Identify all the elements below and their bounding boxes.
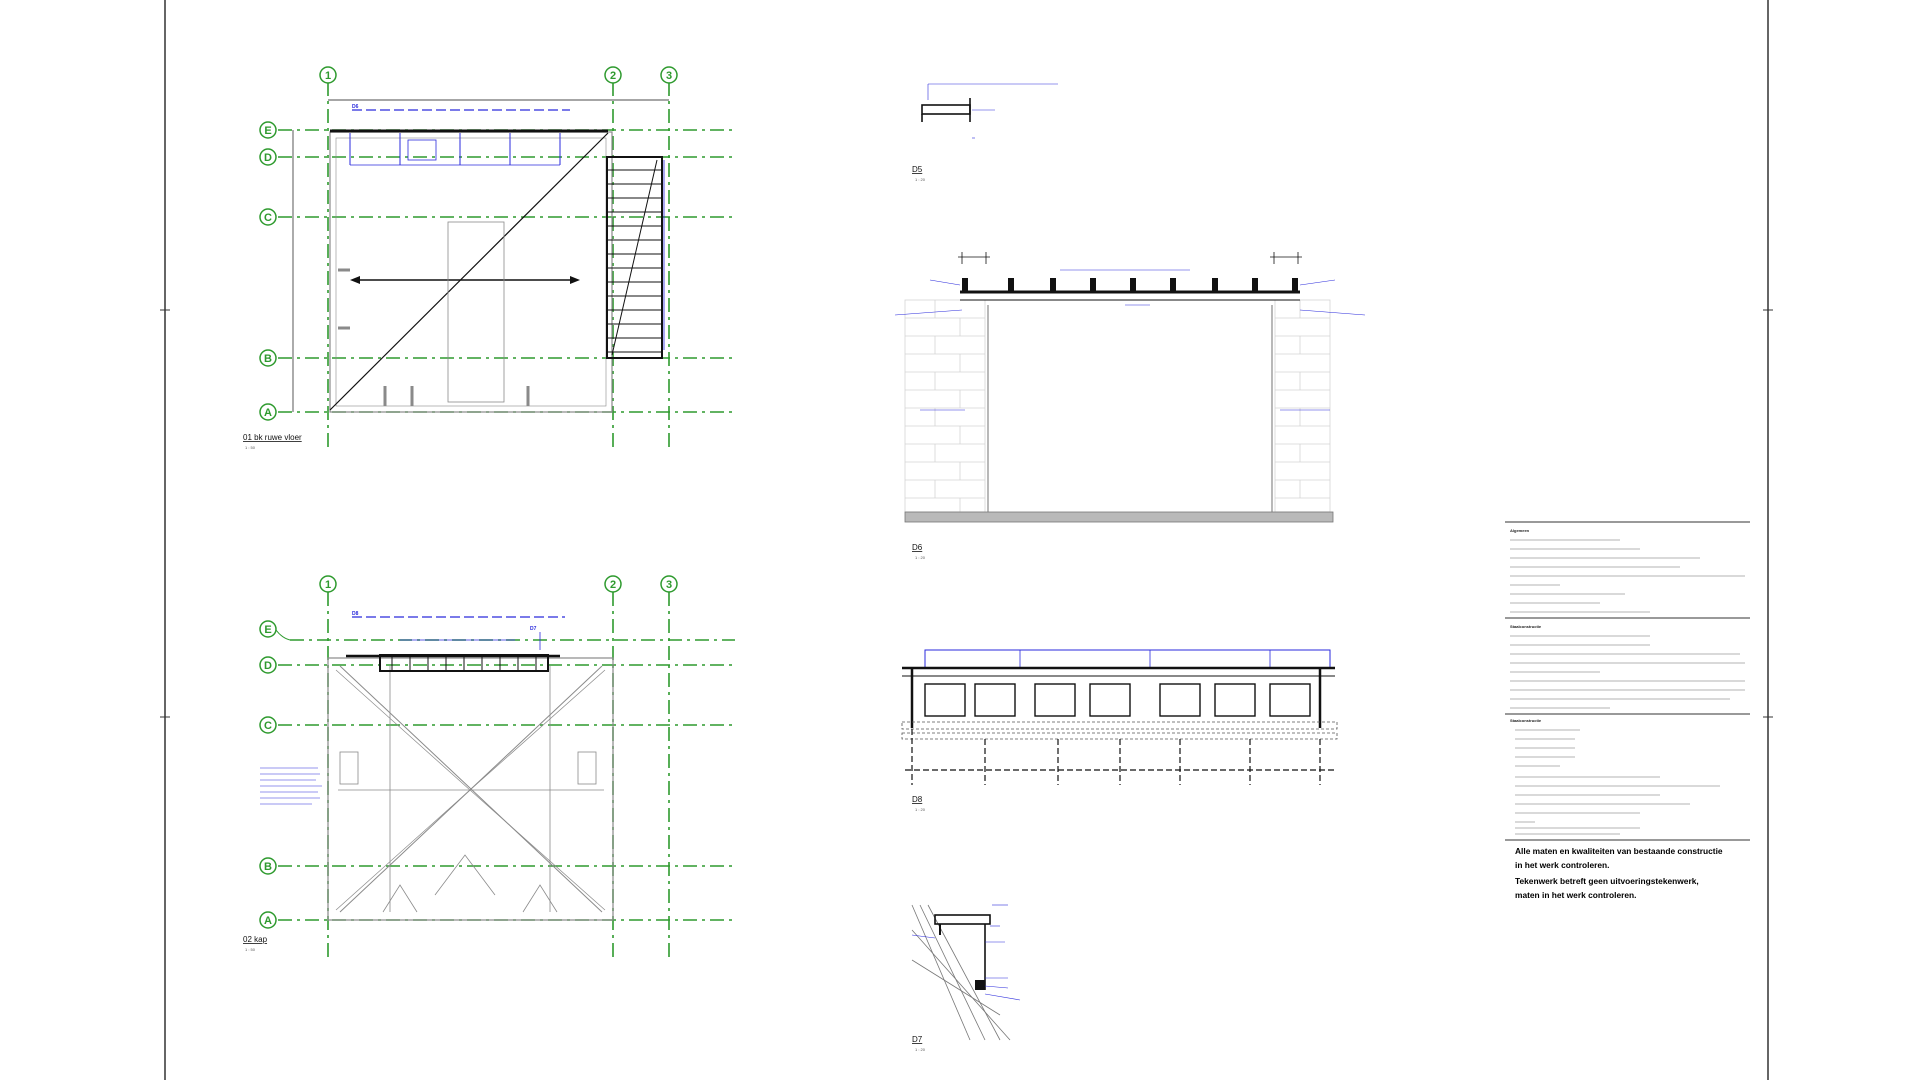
roof-plan-title: 02 kap bbox=[243, 935, 268, 944]
svg-text:2: 2 bbox=[610, 579, 616, 591]
roof-bubble-row-c: C bbox=[259, 716, 277, 734]
svg-text:B: B bbox=[264, 353, 272, 365]
roof-bubble-col-1: 1 bbox=[319, 575, 337, 593]
svg-text:D8: D8 bbox=[352, 611, 359, 617]
grid-bubble-row-a: A bbox=[259, 403, 277, 421]
roof-bubble-col-2: 2 bbox=[604, 575, 622, 593]
detail-d7-view: D7 1 : 20 bbox=[911, 904, 1021, 1052]
svg-text:D: D bbox=[264, 152, 272, 164]
roof-bubble-col-3: 3 bbox=[660, 575, 678, 593]
svg-text:1: 1 bbox=[325, 579, 331, 591]
grid-bubble-col-3: 3 bbox=[660, 66, 678, 84]
roof-bubble-row-b: B bbox=[259, 857, 277, 875]
remark-line-1: Alle maten en kwaliteiten van bestaande … bbox=[1515, 846, 1723, 856]
notes-construction-heading: Staalconstructie bbox=[1510, 624, 1542, 629]
grid-bubble-col-2: 2 bbox=[604, 66, 622, 84]
svg-text:B: B bbox=[264, 861, 272, 873]
roof-bubble-row-e: E bbox=[259, 620, 277, 638]
remark-line-2: in het werk controleren. bbox=[1515, 860, 1609, 870]
roof-plan-scale: 1 : 50 bbox=[245, 947, 256, 952]
svg-text:D6: D6 bbox=[352, 104, 359, 110]
grid-bubble-row-c: C bbox=[259, 208, 277, 226]
detail-d7-title: D7 bbox=[912, 1035, 923, 1044]
detail-d6-title: D6 bbox=[912, 543, 923, 552]
grid-bubble-col-1: 1 bbox=[319, 66, 337, 84]
svg-text:3: 3 bbox=[666, 579, 672, 591]
svg-text:2: 2 bbox=[610, 70, 616, 82]
svg-text:E: E bbox=[264, 125, 271, 137]
detail-d5-title: D5 bbox=[912, 165, 923, 174]
notes-general-heading: Algemeen bbox=[1510, 528, 1530, 533]
notes-block: Algemeen Staalconstructie Staalconst bbox=[1505, 521, 1750, 900]
notes-materials-heading: Staalconstructie bbox=[1510, 718, 1542, 723]
svg-text:C: C bbox=[264, 720, 272, 732]
grid-bubble-row-b: B bbox=[259, 349, 277, 367]
detail-d6-scale: 1 : 20 bbox=[915, 555, 926, 560]
remark-line-3: Tekenwerk betreft geen uitvoeringstekenw… bbox=[1515, 876, 1699, 886]
svg-text:1: 1 bbox=[325, 70, 331, 82]
floor-plan-title: 01 bk ruwe vloer bbox=[243, 433, 302, 442]
svg-text:A: A bbox=[264, 915, 272, 927]
detail-d7-scale: 1 : 20 bbox=[915, 1047, 926, 1052]
svg-text:C: C bbox=[264, 212, 272, 224]
svg-text:E: E bbox=[264, 624, 271, 636]
detail-d8-scale: 1 : 20 bbox=[915, 807, 926, 812]
remark-line-4: maten in het werk controleren. bbox=[1515, 890, 1636, 900]
svg-text:D: D bbox=[264, 660, 272, 672]
masonry-right bbox=[1274, 299, 1331, 513]
detail-d5-view: D5 1 : 20 bbox=[912, 83, 1058, 182]
grid-bubble-row-e: E bbox=[259, 121, 277, 139]
grid-bubble-row-d: D bbox=[259, 148, 277, 166]
roof-plan-view: 1 2 3 E D C B A bbox=[243, 575, 735, 960]
floor-plan-view: 1 2 3 E D C B A bbox=[243, 66, 735, 450]
svg-text:D7: D7 bbox=[530, 626, 537, 632]
detail-d8-view: D8 1 : 20 bbox=[901, 649, 1338, 812]
svg-text:A: A bbox=[264, 407, 272, 419]
detail-d6-view: D6 1 : 20 bbox=[894, 252, 1366, 560]
roof-bubble-row-a: A bbox=[259, 911, 277, 929]
detail-d5-scale: 1 : 20 bbox=[915, 177, 926, 182]
masonry-left bbox=[904, 299, 986, 513]
roof-bubble-row-d: D bbox=[259, 656, 277, 674]
svg-text:3: 3 bbox=[666, 70, 672, 82]
detail-d8-title: D8 bbox=[912, 795, 923, 804]
floor-plan-scale: 1 : 50 bbox=[245, 445, 256, 450]
